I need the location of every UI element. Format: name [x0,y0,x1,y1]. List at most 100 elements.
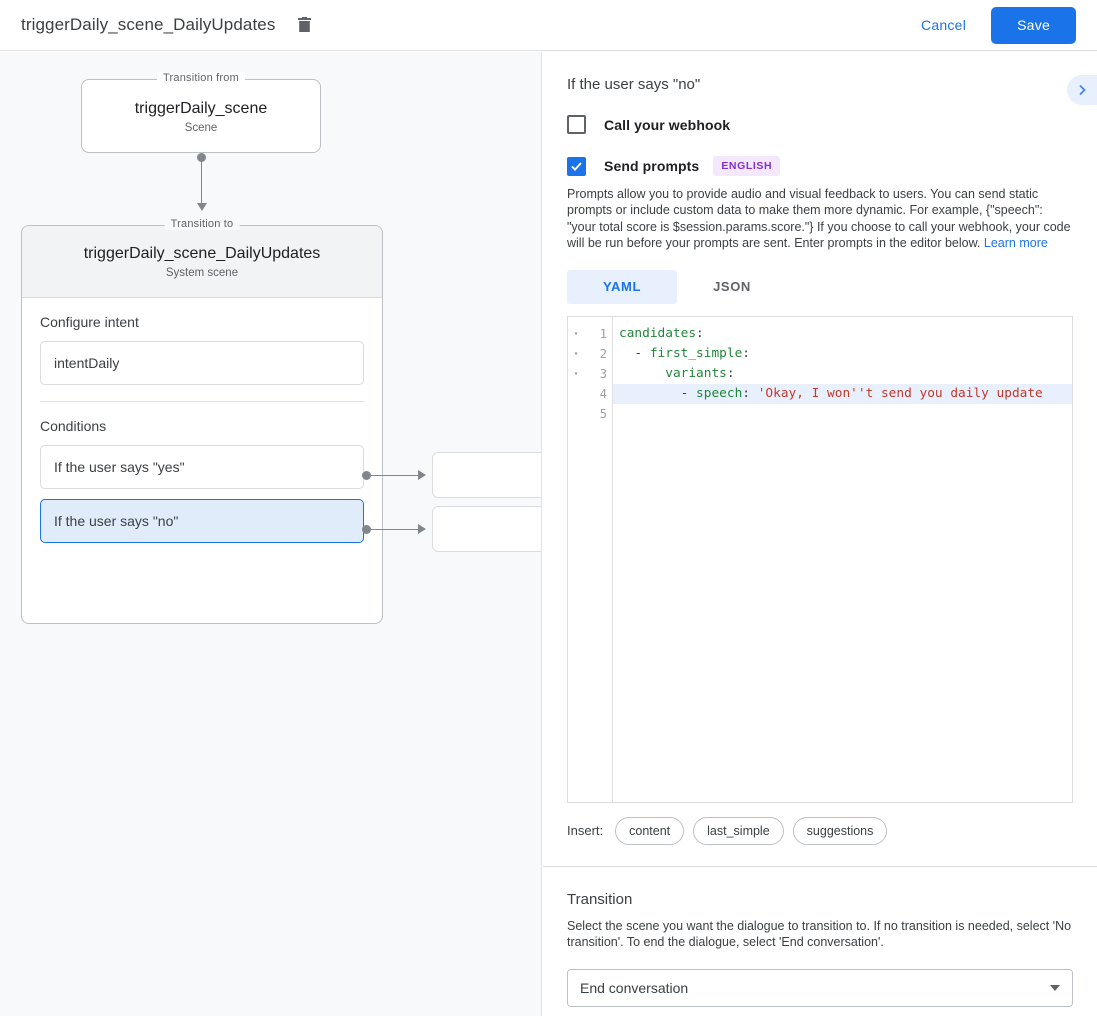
code-token: : [742,345,750,361]
chevron-right-icon [1079,84,1086,96]
transition-section: Transition Select the scene you want the… [543,891,1097,1008]
trash-icon [297,16,311,32]
page-title: triggerDaily_scene_DailyUpdates [21,15,276,34]
intent-field[interactable]: intentDaily [40,341,364,385]
code-line-1: candidates: [613,324,1072,344]
connector-dot [197,153,206,162]
transition-from-title: triggerDaily_scene [134,100,268,117]
connector-line [201,158,202,203]
transition-from-legend: Transition from [157,72,245,84]
conditions-section: Conditions If the user says "yes" If the… [22,402,382,543]
edge-arrow-yes [418,470,426,480]
code-line-3: variants: [613,364,1072,384]
top-bar-actions: Cancel Save [907,6,1097,44]
edge-line-no [371,529,419,530]
cancel-button[interactable]: Cancel [907,8,980,42]
checkmark-icon [571,161,582,171]
connector-arrowhead [197,203,207,211]
code-token: : [726,365,735,381]
condition-row-yes[interactable]: If the user says "yes" [40,445,364,489]
webhook-label: Call your webhook [604,116,731,133]
panel-section-divider [543,865,1097,867]
line-number: 4 [599,386,607,401]
fold-toggle-icon[interactable]: ▾ [573,369,579,379]
transition-description: Select the scene you want the dialogue t… [567,918,1072,950]
insert-chip-content[interactable]: content [615,816,685,845]
language-badge: ENGLISH [713,156,781,176]
section-divider [40,401,364,402]
transition-to-title: triggerDaily_scene_DailyUpdates [83,245,321,262]
learn-more-link[interactable]: Learn more [983,236,1048,251]
insert-chip-last-simple[interactable]: last_simple [693,816,784,845]
send-prompts-checkbox[interactable] [567,156,586,176]
code-token: - [619,385,697,401]
webhook-checkbox[interactable] [567,115,586,134]
prompts-description: Prompts allow you to provide audio and v… [567,186,1073,252]
panel-header: If the user says "no" [543,52,1097,105]
send-prompts-row: Send prompts ENGLISH [567,156,1073,176]
transition-to-subtitle: System scene [165,267,239,279]
code-token: variants [665,365,727,381]
chevron-down-icon [1050,985,1060,992]
save-button[interactable]: Save [991,6,1076,44]
code-token: : [742,385,758,401]
insert-label: Insert: [567,823,604,839]
target-node-no[interactable] [432,506,541,552]
line-number: 3 [599,366,607,381]
detail-panel: If the user says "no" Call your webhook … [543,52,1097,1016]
code-token: : [696,325,704,341]
line-number: 5 [599,406,607,421]
tab-json[interactable]: JSON [713,279,751,295]
target-node-yes[interactable] [432,452,541,498]
gutter-row: 4 [568,384,612,404]
condition-row-no[interactable]: If the user says "no" [40,499,364,543]
insert-row: Insert: content last_simple suggestions [567,816,1073,845]
configure-intent-label: Configure intent [40,314,139,330]
code-token: candidates [619,325,697,341]
transition-from-node[interactable]: Transition from triggerDaily_scene Scene [81,72,321,153]
code-line-2: - first_simple: [613,344,1072,364]
prompts-description-text: Prompts allow you to provide audio and v… [567,187,1071,251]
transition-select[interactable]: End conversation [567,969,1073,1008]
send-prompts-label: Send prompts [604,158,700,174]
conditions-label: Conditions [40,418,107,434]
code-token: first_simple [649,345,743,361]
line-number: 1 [599,326,607,341]
transition-to-header: triggerDaily_scene_DailyUpdates System s… [22,226,382,298]
code-token-string: 'Okay, I won''t send you daily update [757,385,1043,401]
gutter-row: ▾3 [568,364,612,384]
prompt-code-editor[interactable]: ▾1 ▾2 ▾3 4 5 candidates: - first_simple:… [567,315,1073,803]
editor-format-tabs: YAML JSON [567,269,1073,304]
panel-body: Call your webhook Send prompts ENGLISH P… [543,115,1097,845]
top-bar: triggerDaily_scene_DailyUpdates Cancel S… [0,0,1097,51]
panel-title: If the user says "no" [567,76,701,93]
transition-from-subtitle: Scene [184,122,218,134]
edge-line-yes [371,475,419,476]
transition-title: Transition [567,890,633,908]
insert-chip-suggestions[interactable]: suggestions [792,816,888,845]
collapse-panel-button[interactable] [1067,75,1097,105]
edge-dot-no [362,525,371,534]
code-token: - [619,345,650,361]
graph-canvas[interactable]: Transition from triggerDaily_scene Scene… [0,52,542,1016]
delete-button[interactable] [291,12,317,38]
editor-code-area[interactable]: candidates: - first_simple: variants: - … [613,317,1072,802]
code-token [619,366,665,381]
transition-select-value: End conversation [580,980,689,997]
code-line-4: - speech: 'Okay, I won''t send you daily… [613,383,1072,404]
tab-yaml[interactable]: YAML [567,269,677,304]
code-token: speech [696,385,743,401]
edge-arrow-no [418,524,426,534]
edge-dot-yes [362,471,371,480]
configure-intent-section: Configure intent intentDaily [22,298,382,402]
gutter-row: ▾2 [568,344,612,364]
fold-toggle-icon[interactable]: ▾ [573,349,579,359]
code-line-5 [613,404,1072,424]
editor-gutter: ▾1 ▾2 ▾3 4 5 [568,316,613,802]
fold-toggle-icon[interactable]: ▾ [573,329,579,339]
gutter-row: 5 [568,404,612,424]
webhook-row: Call your webhook [567,115,1073,134]
transition-to-legend: Transition to [164,218,240,230]
gutter-row: ▾1 [568,324,612,344]
transition-to-node[interactable]: Transition to triggerDaily_scene_DailyUp… [21,218,383,624]
